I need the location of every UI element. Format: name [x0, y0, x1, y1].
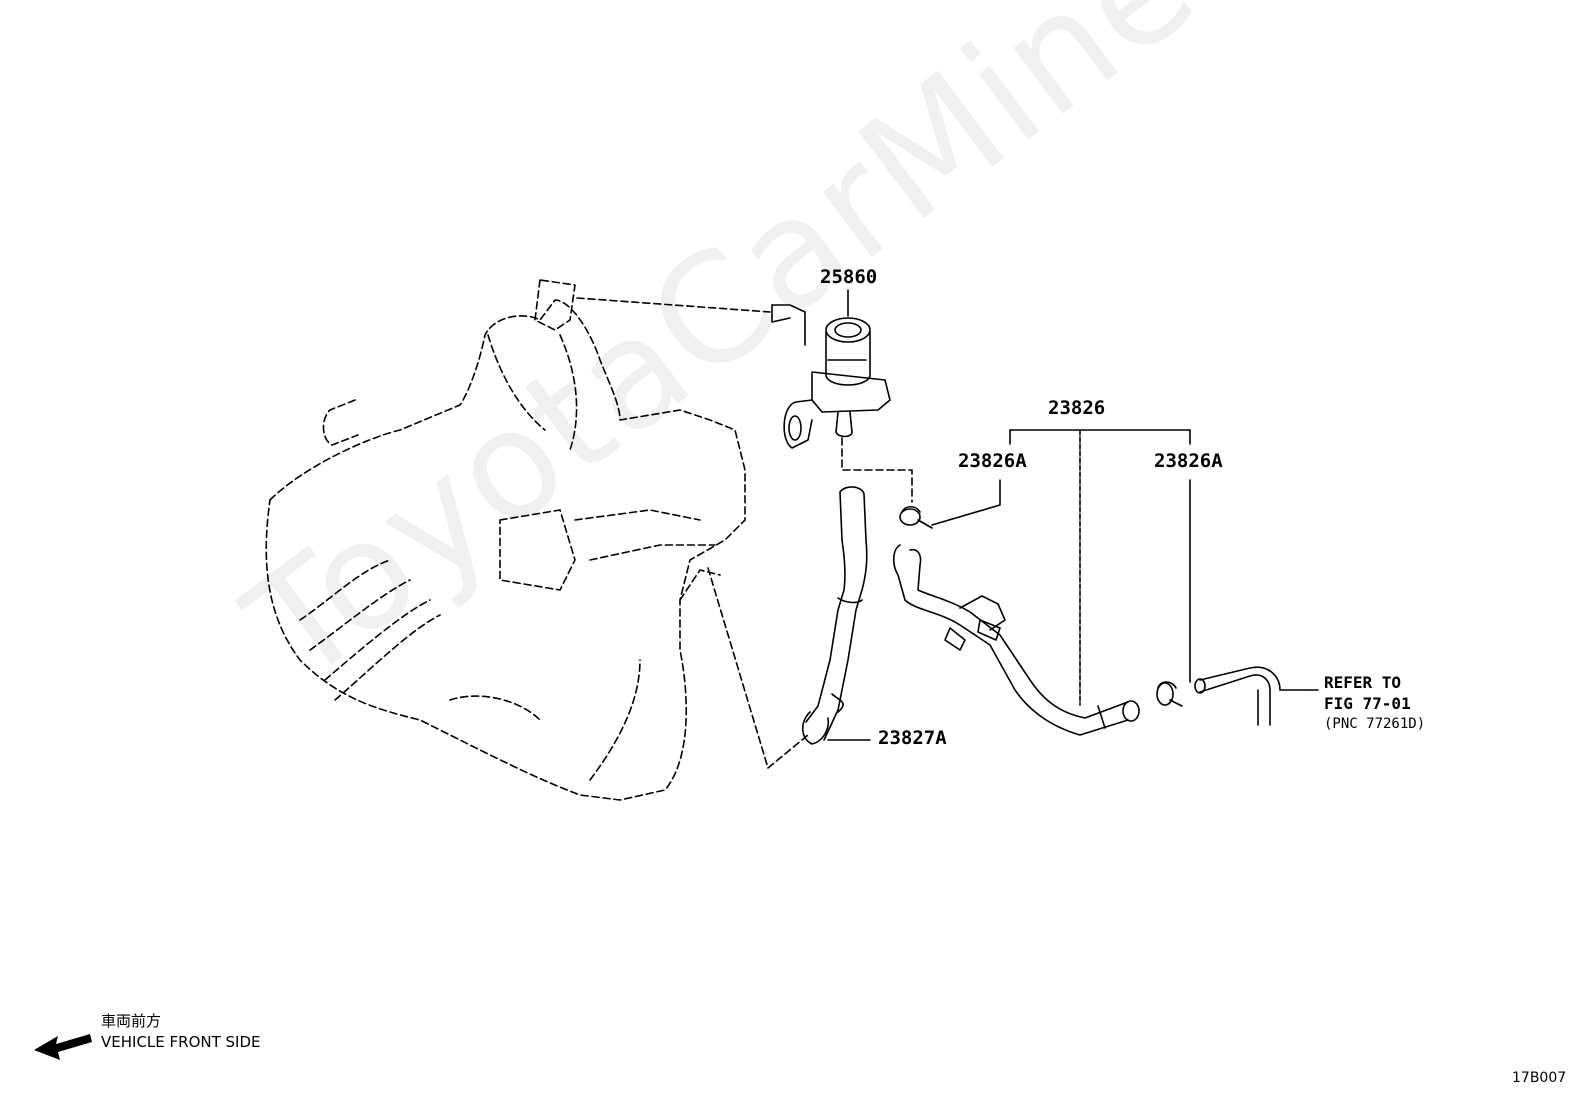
label-23826A-left: 23826A [958, 450, 1027, 472]
front-side-jp: 車両前方 [101, 1012, 162, 1030]
label-25860: 25860 [820, 266, 878, 288]
reference-line-3: (PNC 77261D) [1324, 716, 1426, 732]
reference-line-2: FIG 77-01 [1324, 694, 1411, 713]
label-leader-lines [827, 429, 1319, 741]
label-23826A-right: 23826A [1154, 450, 1223, 472]
hose-23827A [801, 486, 868, 745]
hose-clip-left [899, 505, 933, 529]
reference-line-1: REFER TO [1324, 673, 1402, 692]
vsv-valve-25860 [771, 289, 891, 449]
front-arrow-icon [34, 1034, 92, 1060]
hose-23826 [892, 544, 1140, 736]
connector-tube [1194, 666, 1311, 726]
front-side-note: 車両前方 VEHICLE FRONT SIDE [101, 1011, 261, 1053]
label-23827A: 23827A [878, 727, 947, 749]
label-23826: 23826 [1048, 397, 1106, 419]
figure-code: 17B007 [1512, 1070, 1567, 1086]
valve-leader-lines [841, 437, 913, 503]
reference-note: REFER TO FIG 77-01 (PNC 77261D) [1324, 672, 1425, 735]
hose-clip-right [1156, 681, 1183, 707]
throttle-body-assembly [265, 279, 809, 801]
front-side-en: VEHICLE FRONT SIDE [101, 1033, 261, 1051]
